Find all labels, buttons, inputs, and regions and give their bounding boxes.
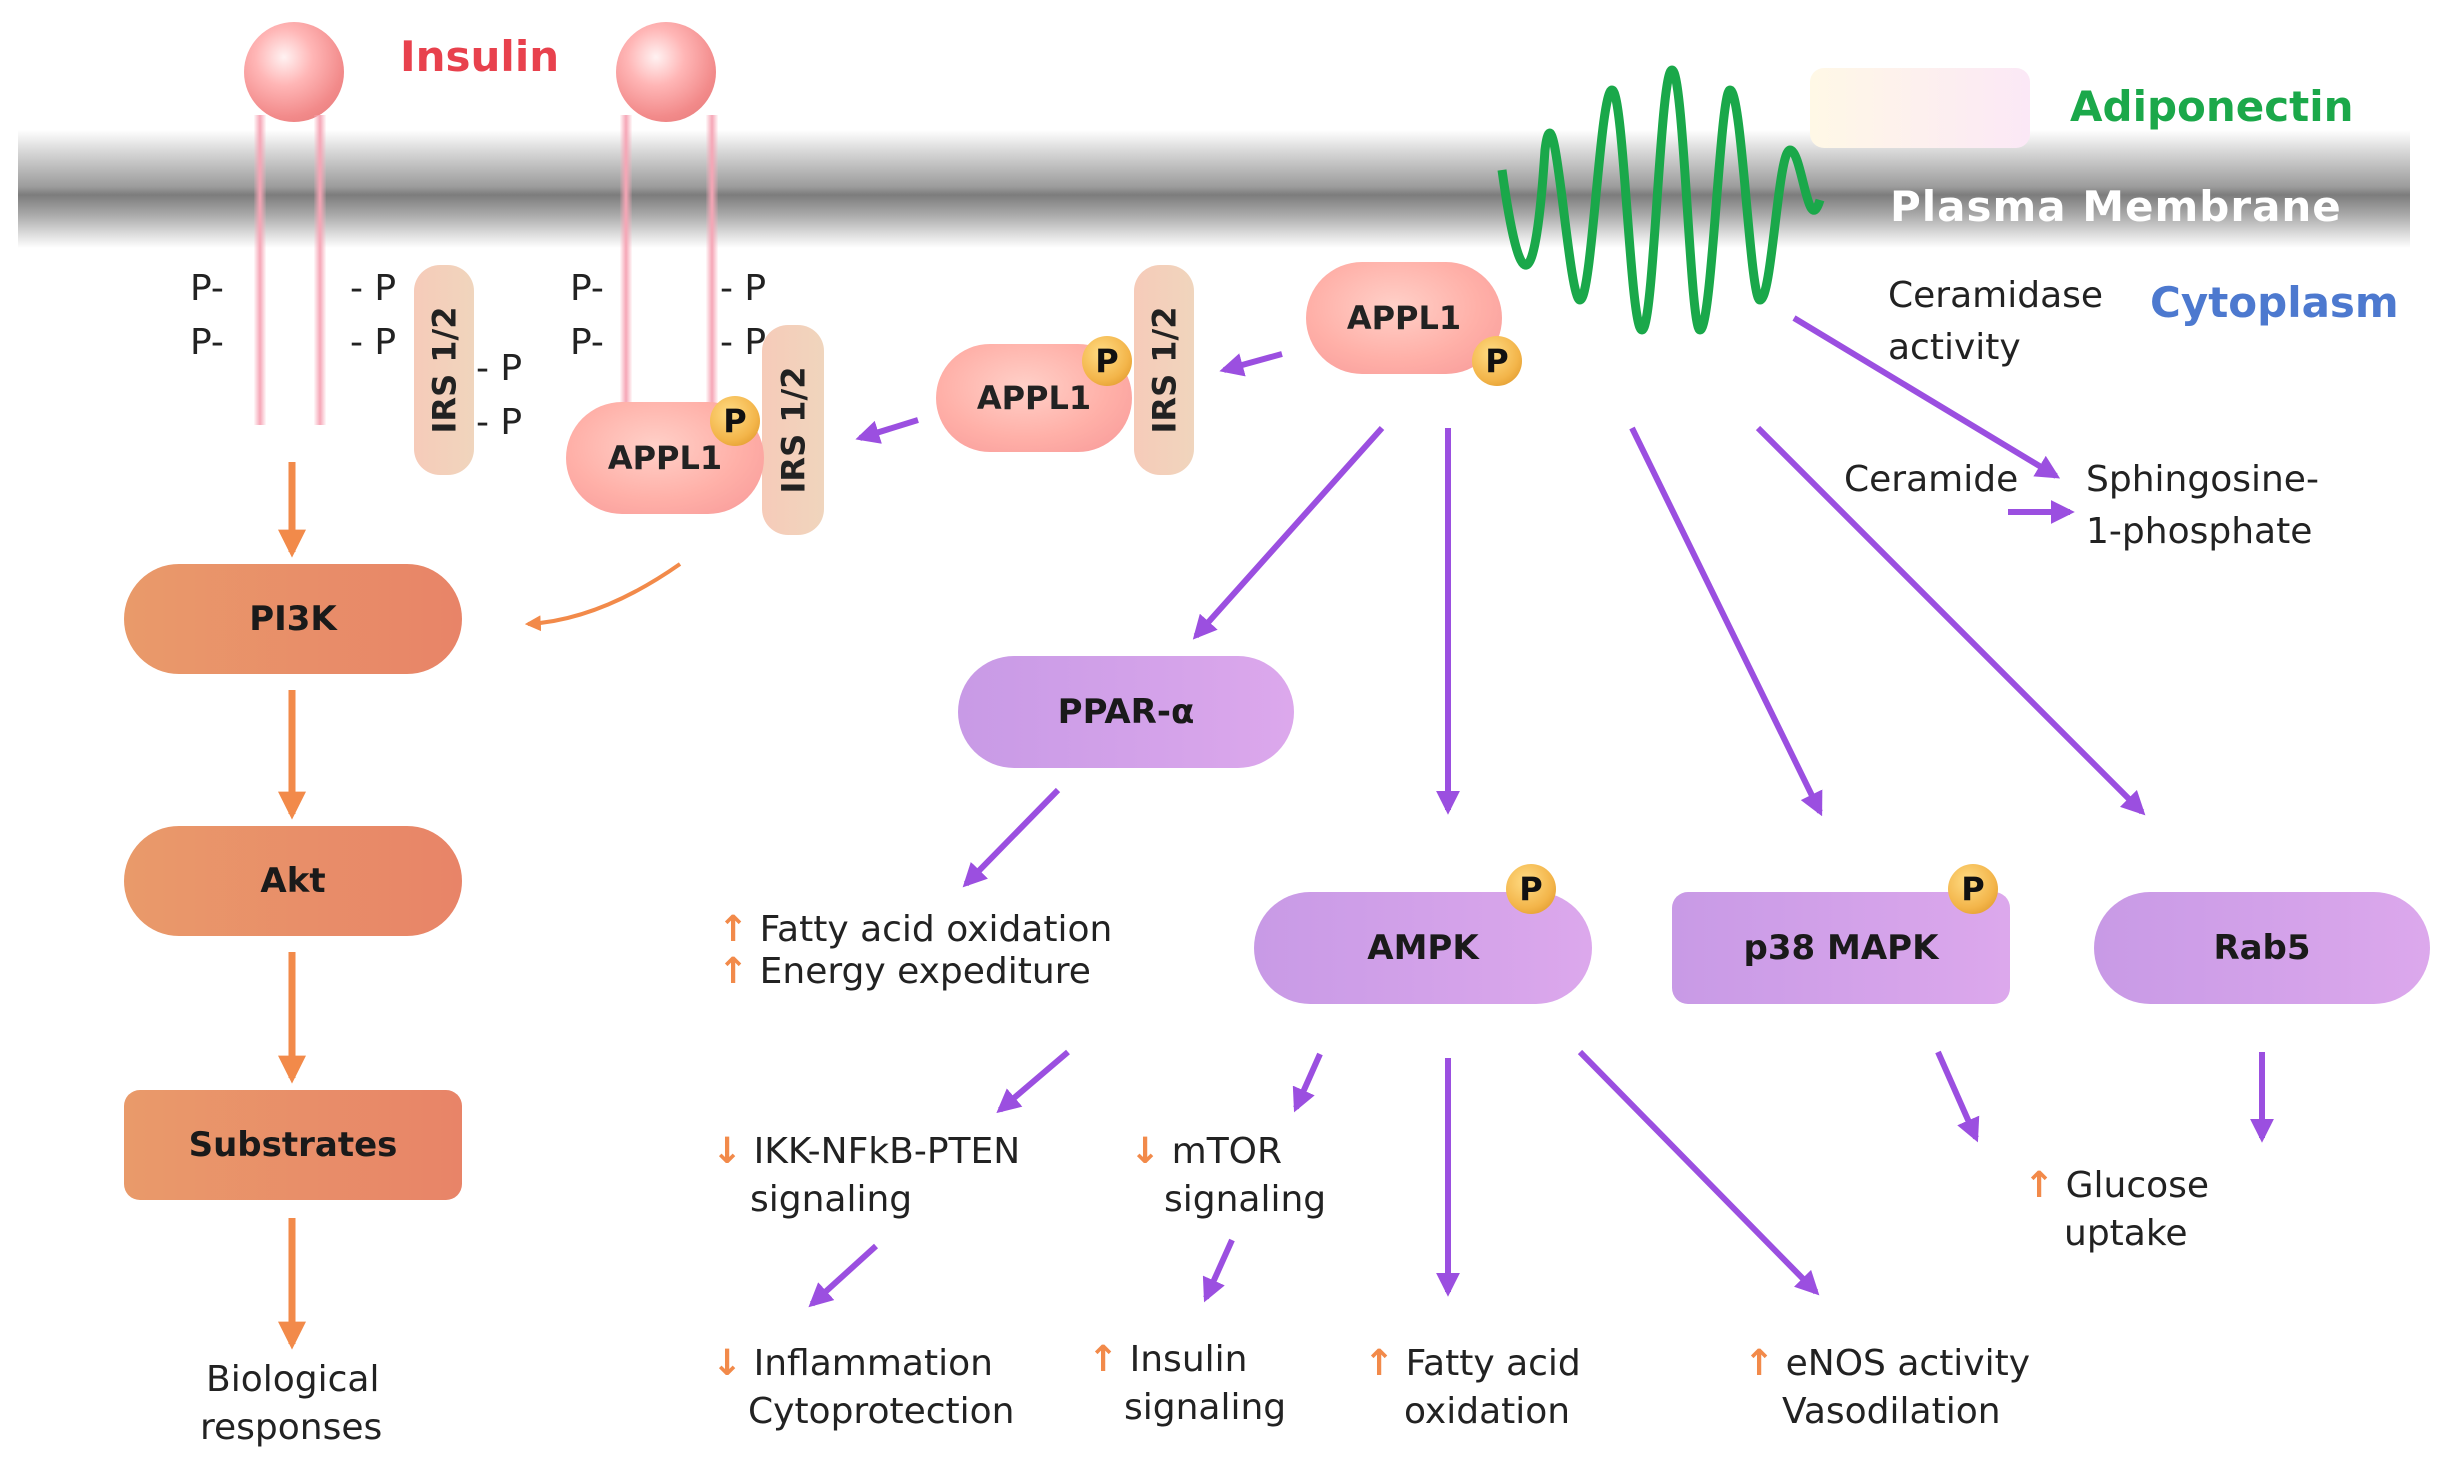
up-arrow-icon: ↑ bbox=[1744, 1343, 1775, 1384]
arrow-ampk-enos bbox=[1577, 1049, 1820, 1296]
phosphate-badge: P bbox=[1506, 864, 1556, 914]
arrow-to-p38 bbox=[1629, 426, 1823, 817]
outcome-text: Inflammation bbox=[753, 1343, 993, 1384]
outcome-text: eNOS activity bbox=[1785, 1343, 2031, 1384]
insulin-signaling-label-2: signaling bbox=[1124, 1387, 1287, 1428]
mtor-label: ↓ mTOR bbox=[1130, 1128, 1282, 1176]
down-arrow-icon: ↓ bbox=[712, 1131, 743, 1172]
phosphate-badge: P bbox=[710, 396, 760, 446]
irs-label: IRS 1/2 bbox=[774, 366, 813, 494]
phospho-mark: - P bbox=[720, 268, 767, 309]
mtor-signaling-label: signaling bbox=[1164, 1179, 1327, 1220]
arrow-appl1-appl1-2 bbox=[855, 417, 919, 444]
arrow-p38-glucose bbox=[1935, 1050, 1980, 1143]
phosphate-badge: P bbox=[1082, 336, 1132, 386]
p38-mapk-node: p38 MAPK bbox=[1672, 892, 2010, 1004]
insulin-receptor-stalk bbox=[706, 115, 718, 415]
plasma-membrane-label: Plasma Membrane bbox=[1890, 182, 2342, 231]
outcome-text: Insulin bbox=[1129, 1339, 1248, 1380]
irs-pill: IRS 1/2 bbox=[414, 265, 474, 475]
insulin-molecule-1 bbox=[244, 22, 344, 122]
biological-responses-line2: responses bbox=[200, 1407, 383, 1448]
phospho-mark: - P bbox=[350, 322, 397, 363]
vasodilation-label: Vasodilation bbox=[1782, 1391, 2001, 1432]
fatty-acid-oxidation-2-label: ↑ Fatty acid bbox=[1364, 1340, 1581, 1388]
phospho-mark: P- bbox=[570, 268, 604, 309]
rab5-node: Rab5 bbox=[2094, 892, 2430, 1004]
energy-expenditure-label: ↑ Energy expediture bbox=[718, 948, 1091, 996]
cytoplasm-label: Cytoplasm bbox=[2150, 278, 2399, 327]
outcome-text: Energy expediture bbox=[759, 951, 1091, 992]
phospho-mark: - P bbox=[476, 348, 523, 389]
appl1-node: APPL1 bbox=[1306, 262, 1502, 374]
plasma-membrane bbox=[18, 130, 2410, 248]
phospho-mark: P- bbox=[190, 268, 224, 309]
up-arrow-icon: ↑ bbox=[718, 951, 749, 992]
insulin-signaling-label: ↑ Insulin bbox=[1088, 1336, 1247, 1384]
insulin-receptor-stalk bbox=[620, 115, 632, 415]
ppar-alpha-node: PPAR-α bbox=[958, 656, 1294, 768]
insulin-molecule-2 bbox=[616, 22, 716, 122]
biological-responses-line1: Biological bbox=[206, 1359, 380, 1400]
ceramide-label: Ceramide bbox=[1844, 459, 2019, 500]
adiponectin-label: Adiponectin bbox=[2070, 82, 2354, 131]
pi3k-node: PI3K bbox=[124, 564, 462, 674]
outcome-text: Fatty acid oxidation bbox=[759, 909, 1113, 950]
enos-label: ↑ eNOS activity bbox=[1744, 1340, 2030, 1388]
arrow-appl1-appl1 bbox=[1219, 351, 1283, 377]
irs-pill: IRS 1/2 bbox=[1134, 265, 1194, 475]
arrow-appl1-pi3k bbox=[524, 562, 682, 632]
phospho-mark: - P bbox=[350, 268, 397, 309]
phospho-mark: P- bbox=[190, 322, 224, 363]
glucose-uptake-label: uptake bbox=[2064, 1213, 2188, 1254]
glucose-label: ↑ Glucose bbox=[2024, 1162, 2209, 1210]
arrow-mtor-insulin bbox=[1202, 1238, 1235, 1303]
inflammation-label: ↓ Inflammation bbox=[712, 1340, 993, 1388]
up-arrow-icon: ↑ bbox=[718, 909, 749, 950]
arrow-fao-ikk bbox=[996, 1049, 1070, 1114]
outcome-text: mTOR bbox=[1171, 1131, 1283, 1172]
arrow-ampk-mtor bbox=[1292, 1052, 1323, 1113]
substrates-node: Substrates bbox=[124, 1090, 462, 1200]
phospho-mark: - P bbox=[476, 402, 523, 443]
phospho-mark: P- bbox=[570, 322, 604, 363]
adiponectin-glow bbox=[1810, 68, 2030, 148]
phosphate-badge: P bbox=[1472, 336, 1522, 386]
irs-pill: IRS 1/2 bbox=[762, 325, 824, 535]
outcome-text: Fatty acid bbox=[1405, 1343, 1581, 1384]
insulin-label: Insulin bbox=[400, 32, 560, 81]
insulin-receptor-stalk bbox=[254, 115, 266, 425]
s1p-line2: 1-phosphate bbox=[2086, 511, 2313, 552]
outcome-text: Glucose bbox=[2065, 1165, 2210, 1206]
up-arrow-icon: ↑ bbox=[1088, 1339, 1119, 1380]
s1p-line1: Sphingosine- bbox=[2086, 459, 2319, 500]
down-arrow-icon: ↓ bbox=[1130, 1131, 1161, 1172]
akt-node: Akt bbox=[124, 826, 462, 936]
ceramidase-line1: Ceramidase bbox=[1888, 275, 2104, 316]
phosphate-badge: P bbox=[1948, 864, 1998, 914]
ceramidase-line2: activity bbox=[1888, 327, 2021, 368]
up-arrow-icon: ↑ bbox=[1364, 1343, 1395, 1384]
arrow-ikk-inflammation bbox=[808, 1243, 879, 1308]
irs-label: IRS 1/2 bbox=[425, 306, 464, 434]
phospho-mark: - P bbox=[720, 322, 767, 363]
up-arrow-icon: ↑ bbox=[2024, 1165, 2055, 1206]
ikk-label: ↓ IKK-NFkB-PTEN bbox=[712, 1128, 1020, 1176]
cytoprotection-label: Cytoprotection bbox=[748, 1391, 1015, 1432]
insulin-receptor-stalk bbox=[314, 115, 326, 425]
fatty-acid-oxidation-label: ↑ Fatty acid oxidation bbox=[718, 906, 1112, 954]
arrow-to-ppar bbox=[1192, 426, 1385, 640]
outcome-text: IKK-NFkB-PTEN bbox=[753, 1131, 1021, 1172]
down-arrow-icon: ↓ bbox=[712, 1343, 743, 1384]
oxidation-label: oxidation bbox=[1404, 1391, 1571, 1432]
irs-label: IRS 1/2 bbox=[1145, 306, 1184, 434]
arrow-ppar-fao bbox=[962, 787, 1061, 888]
ikk-signaling-label: signaling bbox=[750, 1179, 913, 1220]
